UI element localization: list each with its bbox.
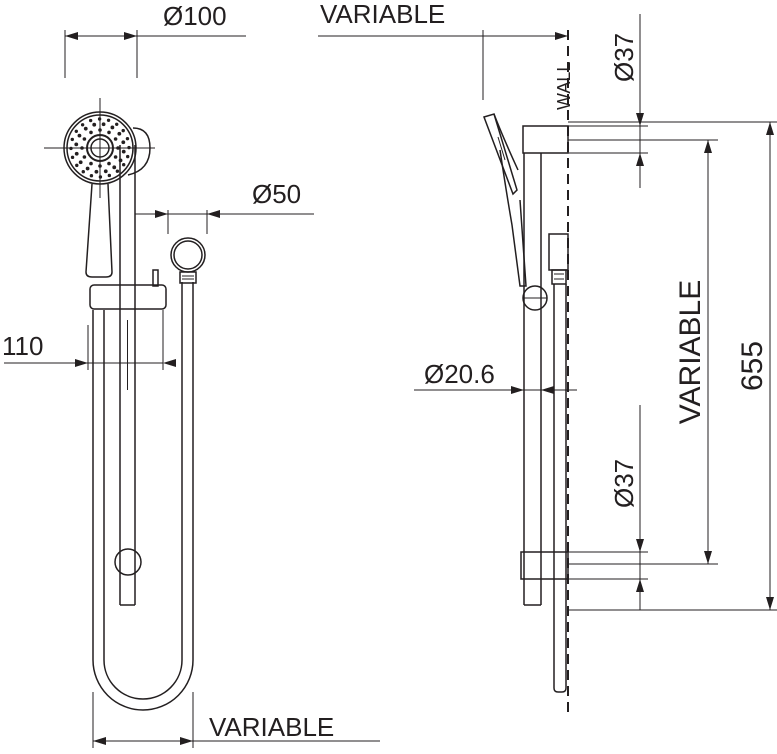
- spray-nozzle: [94, 169, 99, 174]
- spray-nozzle: [69, 146, 73, 151]
- spray-nozzle: [113, 137, 118, 141]
- spray-nozzle: [106, 118, 111, 123]
- dimension-top-width-label: VARIABLE: [320, 0, 445, 29]
- shower-hose: [92, 282, 194, 711]
- spray-nozzles: [69, 117, 131, 179]
- dimension-overall-height-label: 655: [736, 341, 769, 391]
- slider-holder: [89, 269, 167, 310]
- top-wall-bracket: [522, 121, 777, 154]
- dimension-projection-label: 110: [2, 331, 43, 361]
- spray-nozzle: [89, 130, 93, 135]
- spray-nozzle: [97, 117, 102, 121]
- dimension-projection: 110: [2, 310, 176, 370]
- spray-nozzle: [80, 146, 84, 150]
- rail-end-cap: [114, 548, 142, 576]
- hand-shower-handle: [85, 183, 113, 278]
- slide-rail: [119, 145, 136, 606]
- dimension-elbow-diameter-label: Ø50: [252, 179, 301, 209]
- spray-nozzle: [70, 137, 75, 142]
- spray-nozzle: [122, 163, 126, 167]
- spray-nozzle: [116, 146, 120, 150]
- spray-nozzle: [75, 163, 79, 168]
- spray-nozzle: [110, 125, 115, 130]
- spray-nozzle: [121, 149, 126, 154]
- spray-nozzle: [82, 137, 87, 141]
- spray-nozzle: [81, 170, 85, 174]
- dimension-rail-diameter-label: Ø20.6: [424, 359, 495, 389]
- shower-hose-side: [553, 284, 567, 693]
- spray-nozzle: [98, 128, 102, 132]
- wall-label: WALL: [554, 62, 574, 110]
- spray-nozzle: [126, 154, 130, 159]
- spray-nozzle: [77, 133, 82, 138]
- spray-nozzle: [113, 155, 118, 159]
- spray-nozzle: [78, 160, 83, 165]
- spray-nozzle: [121, 140, 126, 145]
- spray-nozzle: [74, 142, 79, 147]
- side-view: VARIABLE WALL Ø37: [318, 0, 777, 716]
- dimension-overall-height: 655: [736, 122, 774, 610]
- dimension-rail-diameter: Ø20.6: [414, 359, 577, 396]
- slider-knob-side: [522, 285, 548, 311]
- spray-nozzle: [115, 122, 119, 127]
- dimension-bottom-bracket: Ø37: [609, 405, 644, 610]
- dimension-bottom-bracket-label: Ø37: [609, 459, 639, 508]
- spray-nozzle: [115, 169, 120, 173]
- wall: WALL: [554, 30, 574, 716]
- dimension-top-width: VARIABLE: [318, 0, 568, 100]
- slide-rail-side: [523, 153, 542, 606]
- spray-nozzle: [103, 169, 108, 174]
- spray-nozzle: [101, 122, 106, 127]
- spray-nozzle: [83, 126, 88, 131]
- spray-nozzle: [74, 129, 79, 133]
- dimension-elbow-diameter: Ø50: [135, 179, 314, 234]
- hand-shower-side: [483, 113, 527, 287]
- spray-nozzle: [107, 161, 111, 166]
- dimension-head-diameter-label: Ø100: [163, 1, 227, 31]
- wall-outlet-side: [548, 233, 569, 285]
- bottom-wall-bracket: [520, 551, 777, 611]
- dimension-top-bracket-label: Ø37: [609, 33, 639, 82]
- wall-elbow: [170, 237, 206, 284]
- hand-shower-head: [44, 98, 155, 198]
- spray-nozzle: [82, 155, 87, 159]
- spray-nozzle: [70, 155, 75, 160]
- spray-nozzle: [107, 173, 112, 178]
- spray-nozzle: [74, 151, 79, 156]
- dimension-head-diameter: Ø100: [64, 1, 246, 78]
- spray-nozzle: [98, 164, 102, 168]
- spray-nozzle: [107, 130, 111, 135]
- dimension-bracket-spacing: VARIABLE: [674, 140, 712, 564]
- front-view: Ø100: [2, 1, 380, 748]
- spray-nozzle: [88, 118, 93, 123]
- spray-nozzle: [125, 136, 130, 141]
- dimension-bottom-width: VARIABLE: [92, 692, 380, 748]
- spray-nozzle: [89, 174, 94, 178]
- spray-nozzle: [80, 123, 85, 127]
- spray-nozzle: [89, 161, 93, 166]
- dimension-bracket-spacing-label: VARIABLE: [674, 280, 707, 425]
- spray-nozzle: [98, 175, 103, 179]
- dimension-top-bracket: Ø37: [609, 14, 644, 188]
- spray-nozzle: [85, 166, 90, 171]
- spray-nozzle: [127, 145, 131, 150]
- spray-nozzle: [121, 128, 125, 133]
- spray-nozzle: [117, 131, 122, 136]
- spray-nozzle: [92, 122, 97, 127]
- spray-nozzle: [112, 165, 117, 170]
- dimension-bottom-width-label: VARIABLE: [209, 712, 334, 742]
